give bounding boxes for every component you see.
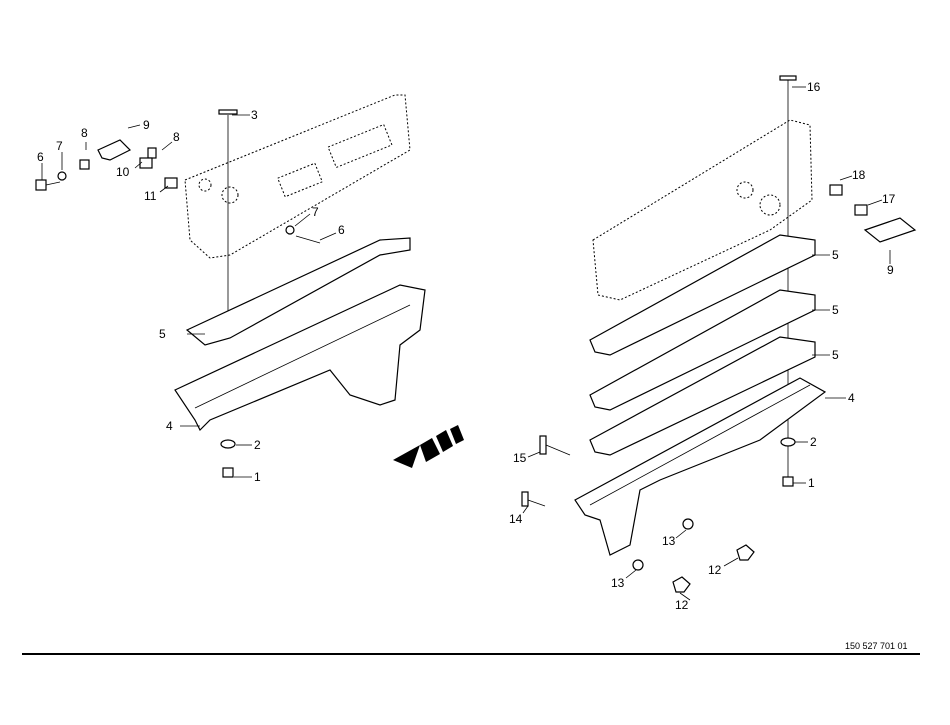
callout: 11 (144, 189, 157, 203)
callout: 4 (166, 419, 173, 433)
callout: 5 (832, 303, 839, 317)
callout-labels: 3 9 8 8 7 6 10 11 7 6 5 4 2 1 16 18 17 9… (37, 80, 896, 612)
callout: 2 (254, 438, 261, 452)
callout: 4 (848, 391, 855, 405)
callout: 9 (887, 263, 894, 277)
callout: 10 (116, 165, 130, 179)
callout: 13 (662, 534, 676, 548)
drawing-number: 150 527 701 01 (845, 641, 908, 651)
right-small-parts (521, 75, 917, 593)
callout: 12 (675, 598, 689, 612)
callout: 6 (338, 223, 345, 237)
left-small-parts (35, 109, 321, 478)
callout: 9 (143, 118, 150, 132)
right-frame (592, 119, 813, 301)
callout: 1 (808, 476, 815, 490)
callout: 12 (708, 563, 722, 577)
direction-arrow-icon (393, 425, 464, 468)
callout: 18 (852, 168, 866, 182)
right-plate-5c (589, 336, 816, 456)
callout: 7 (56, 139, 63, 153)
callout: 5 (832, 348, 839, 362)
callout: 8 (81, 126, 88, 140)
callout: 6 (37, 150, 44, 164)
left-frame (184, 94, 411, 259)
callout: 14 (509, 512, 523, 526)
callout: 8 (173, 130, 180, 144)
leader-lines (22, 86, 920, 655)
callout: 7 (312, 205, 319, 219)
callout: 1 (254, 470, 261, 484)
left-rail-4 (174, 284, 426, 432)
callout: 15 (513, 451, 527, 465)
callout: 5 (832, 248, 839, 262)
callout: 2 (810, 435, 817, 449)
callout: 16 (807, 80, 821, 94)
right-rail-4 (574, 377, 827, 556)
callout: 5 (159, 327, 166, 341)
callout: 17 (882, 192, 896, 206)
callout: 3 (251, 108, 258, 122)
left-plate-5 (185, 237, 411, 346)
callout: 13 (611, 576, 625, 590)
